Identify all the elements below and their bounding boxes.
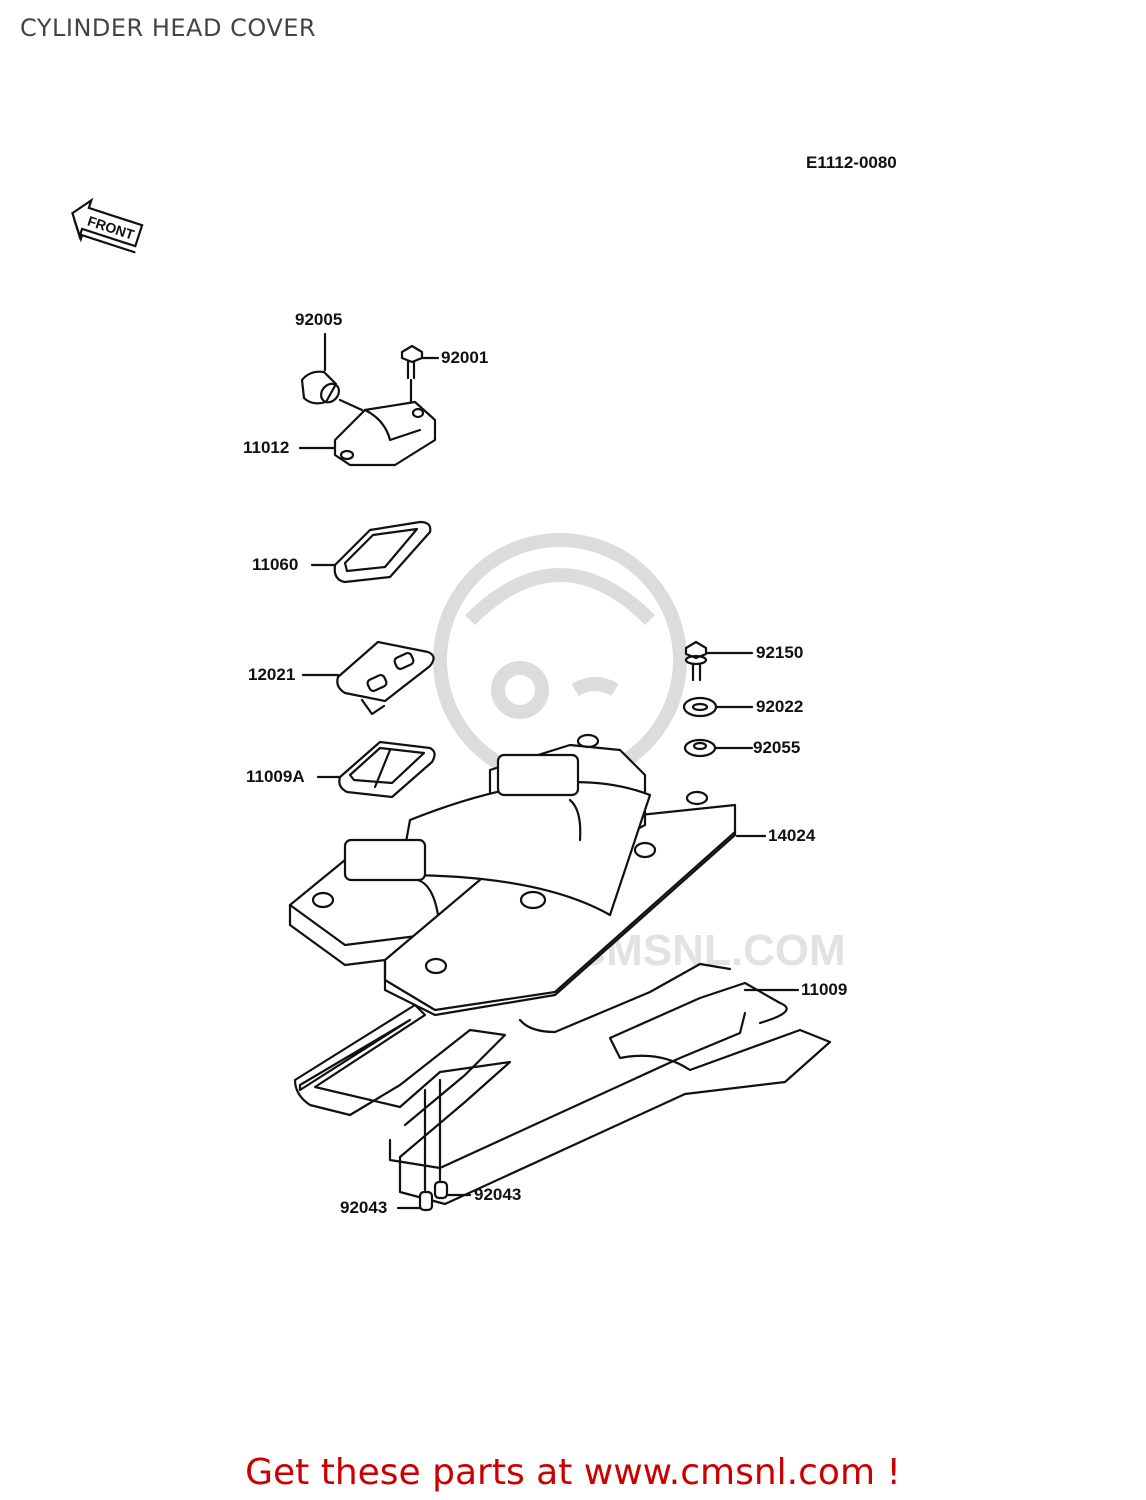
label-92022: 92022 — [756, 697, 804, 716]
part-11060-gasket — [333, 520, 432, 584]
label-92001: 92001 — [441, 348, 489, 367]
part-14024-head-cover — [288, 733, 737, 1017]
label-11009A: 11009A — [246, 767, 305, 786]
part-92150-bolt — [684, 640, 708, 682]
footer-link[interactable]: Get these parts at www.cmsnl.com ! — [245, 1452, 901, 1493]
label-11060: 11060 — [252, 555, 299, 574]
front-arrow-icon: FRONT — [71, 197, 144, 254]
part-92001-bolt — [400, 344, 424, 406]
label-92005: 92005 — [295, 310, 343, 329]
part-92022-washer — [682, 696, 718, 718]
diagram-code: E1112-0080 — [806, 153, 897, 172]
label-92150: 92150 — [756, 643, 804, 662]
label-92055: 92055 — [753, 738, 801, 757]
part-11009-gasket — [293, 962, 832, 1206]
part-92055-grommet — [683, 738, 717, 758]
part-11012-breather-cover — [333, 400, 437, 467]
page-title: CYLINDER HEAD COVER — [20, 14, 317, 42]
label-14024: 14024 — [768, 826, 816, 845]
label-11009: 11009 — [801, 980, 848, 999]
label-92043-right: 92043 — [474, 1185, 522, 1204]
part-12021-plate — [336, 640, 435, 716]
label-92043-left: 92043 — [340, 1198, 388, 1217]
part-92043-dowels — [418, 1078, 449, 1212]
part-92005-cap — [300, 370, 364, 412]
label-11012: 11012 — [243, 438, 290, 457]
label-12021: 12021 — [248, 665, 296, 684]
part-11009A-gasket — [338, 740, 436, 799]
